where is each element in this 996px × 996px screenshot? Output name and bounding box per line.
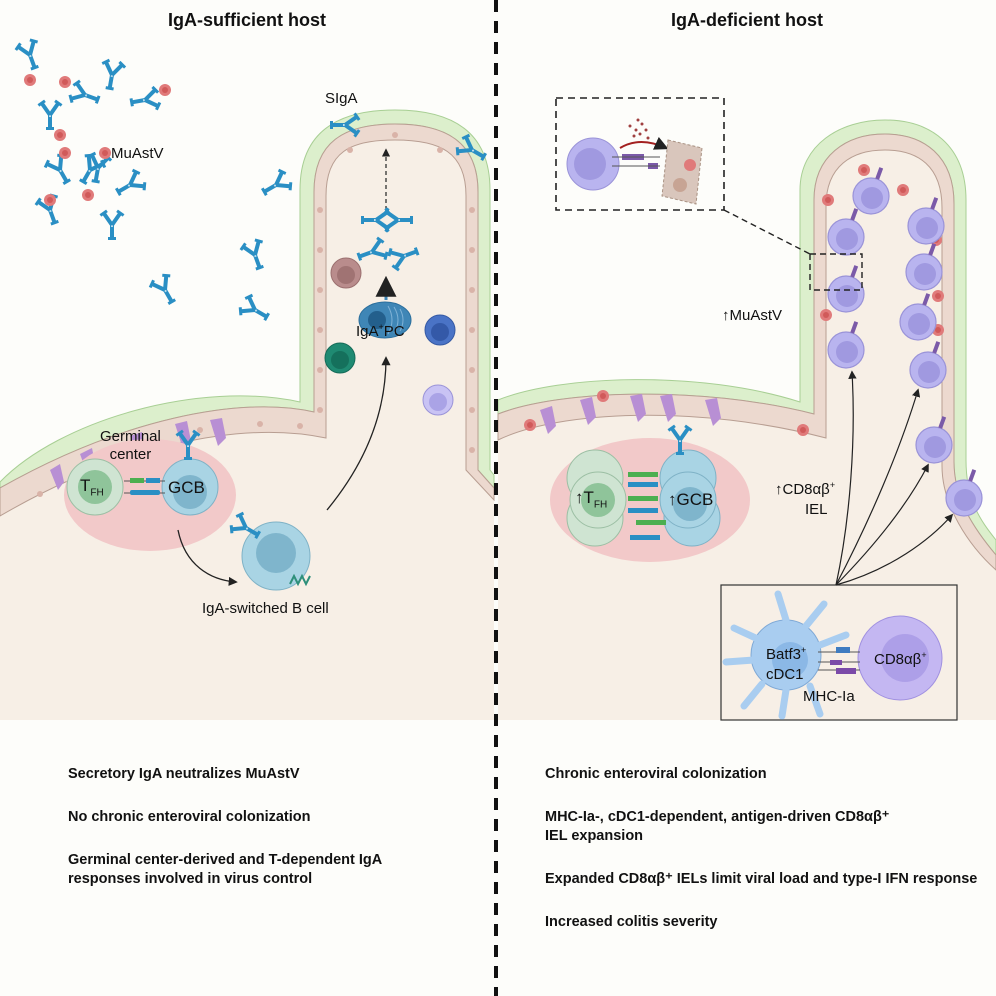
iel-increase-label: ↑CD8αβ+IEL: [775, 480, 836, 518]
right-summary: Chronic enteroviral colonization MHC-Ia-…: [545, 765, 990, 956]
right-summary-item: Expanded CD8αβ⁺ IELs limit viral load an…: [545, 871, 978, 887]
left-panel-title: IgA-sufficient host: [168, 10, 326, 30]
gcb-label: GCB: [168, 478, 205, 497]
right-summary-item: MHC-Ia-, cDC1-dependent, antigen-driven …: [545, 809, 890, 844]
left-summary-item: Secretory IgA neutralizes MuAstV: [68, 766, 300, 782]
panel-divider: [494, 0, 498, 996]
siga-label: SIgA: [325, 90, 358, 107]
gcb-increase-label: ↑GCB: [668, 490, 714, 509]
zoom-source-box: [809, 253, 863, 291]
tfh-label: TFH: [80, 476, 104, 499]
batf3-cdc1-label: Batf3+cDC1: [766, 645, 807, 683]
tfh-increase-label: ↑TFH: [575, 488, 608, 511]
virus-label: MuAstV: [111, 145, 164, 162]
cdc1-cell: [722, 590, 850, 720]
left-summary: Secretory IgA neutralizes MuAstV No chro…: [68, 765, 468, 913]
left-summary-item: No chronic enteroviral colonization: [68, 809, 311, 825]
cd8ab-label: CD8αβ+: [874, 650, 927, 668]
right-summary-item: Chronic enteroviral colonization: [545, 766, 767, 782]
zoom-inset-box: [555, 97, 725, 211]
iga-pc-label: IgA+PC: [356, 322, 405, 340]
left-summary-item: Germinal center-derived and T-dependent …: [68, 852, 382, 887]
left-tissue: [0, 109, 495, 720]
iga-switched-b-cell-label: IgA-switched B cell: [202, 600, 329, 617]
arrow-gcb-to-b-cell: [177, 529, 238, 586]
right-summary-item: Increased colitis severity: [545, 914, 718, 930]
right-panel-title: IgA-deficient host: [671, 10, 823, 30]
right-tissue: [497, 97, 996, 721]
arrow-b-cell-to-pc: [326, 356, 391, 511]
mhc-ia-label: MHC-Ia: [803, 688, 855, 705]
muastv-increase-label: ↑MuAstV: [722, 307, 783, 324]
